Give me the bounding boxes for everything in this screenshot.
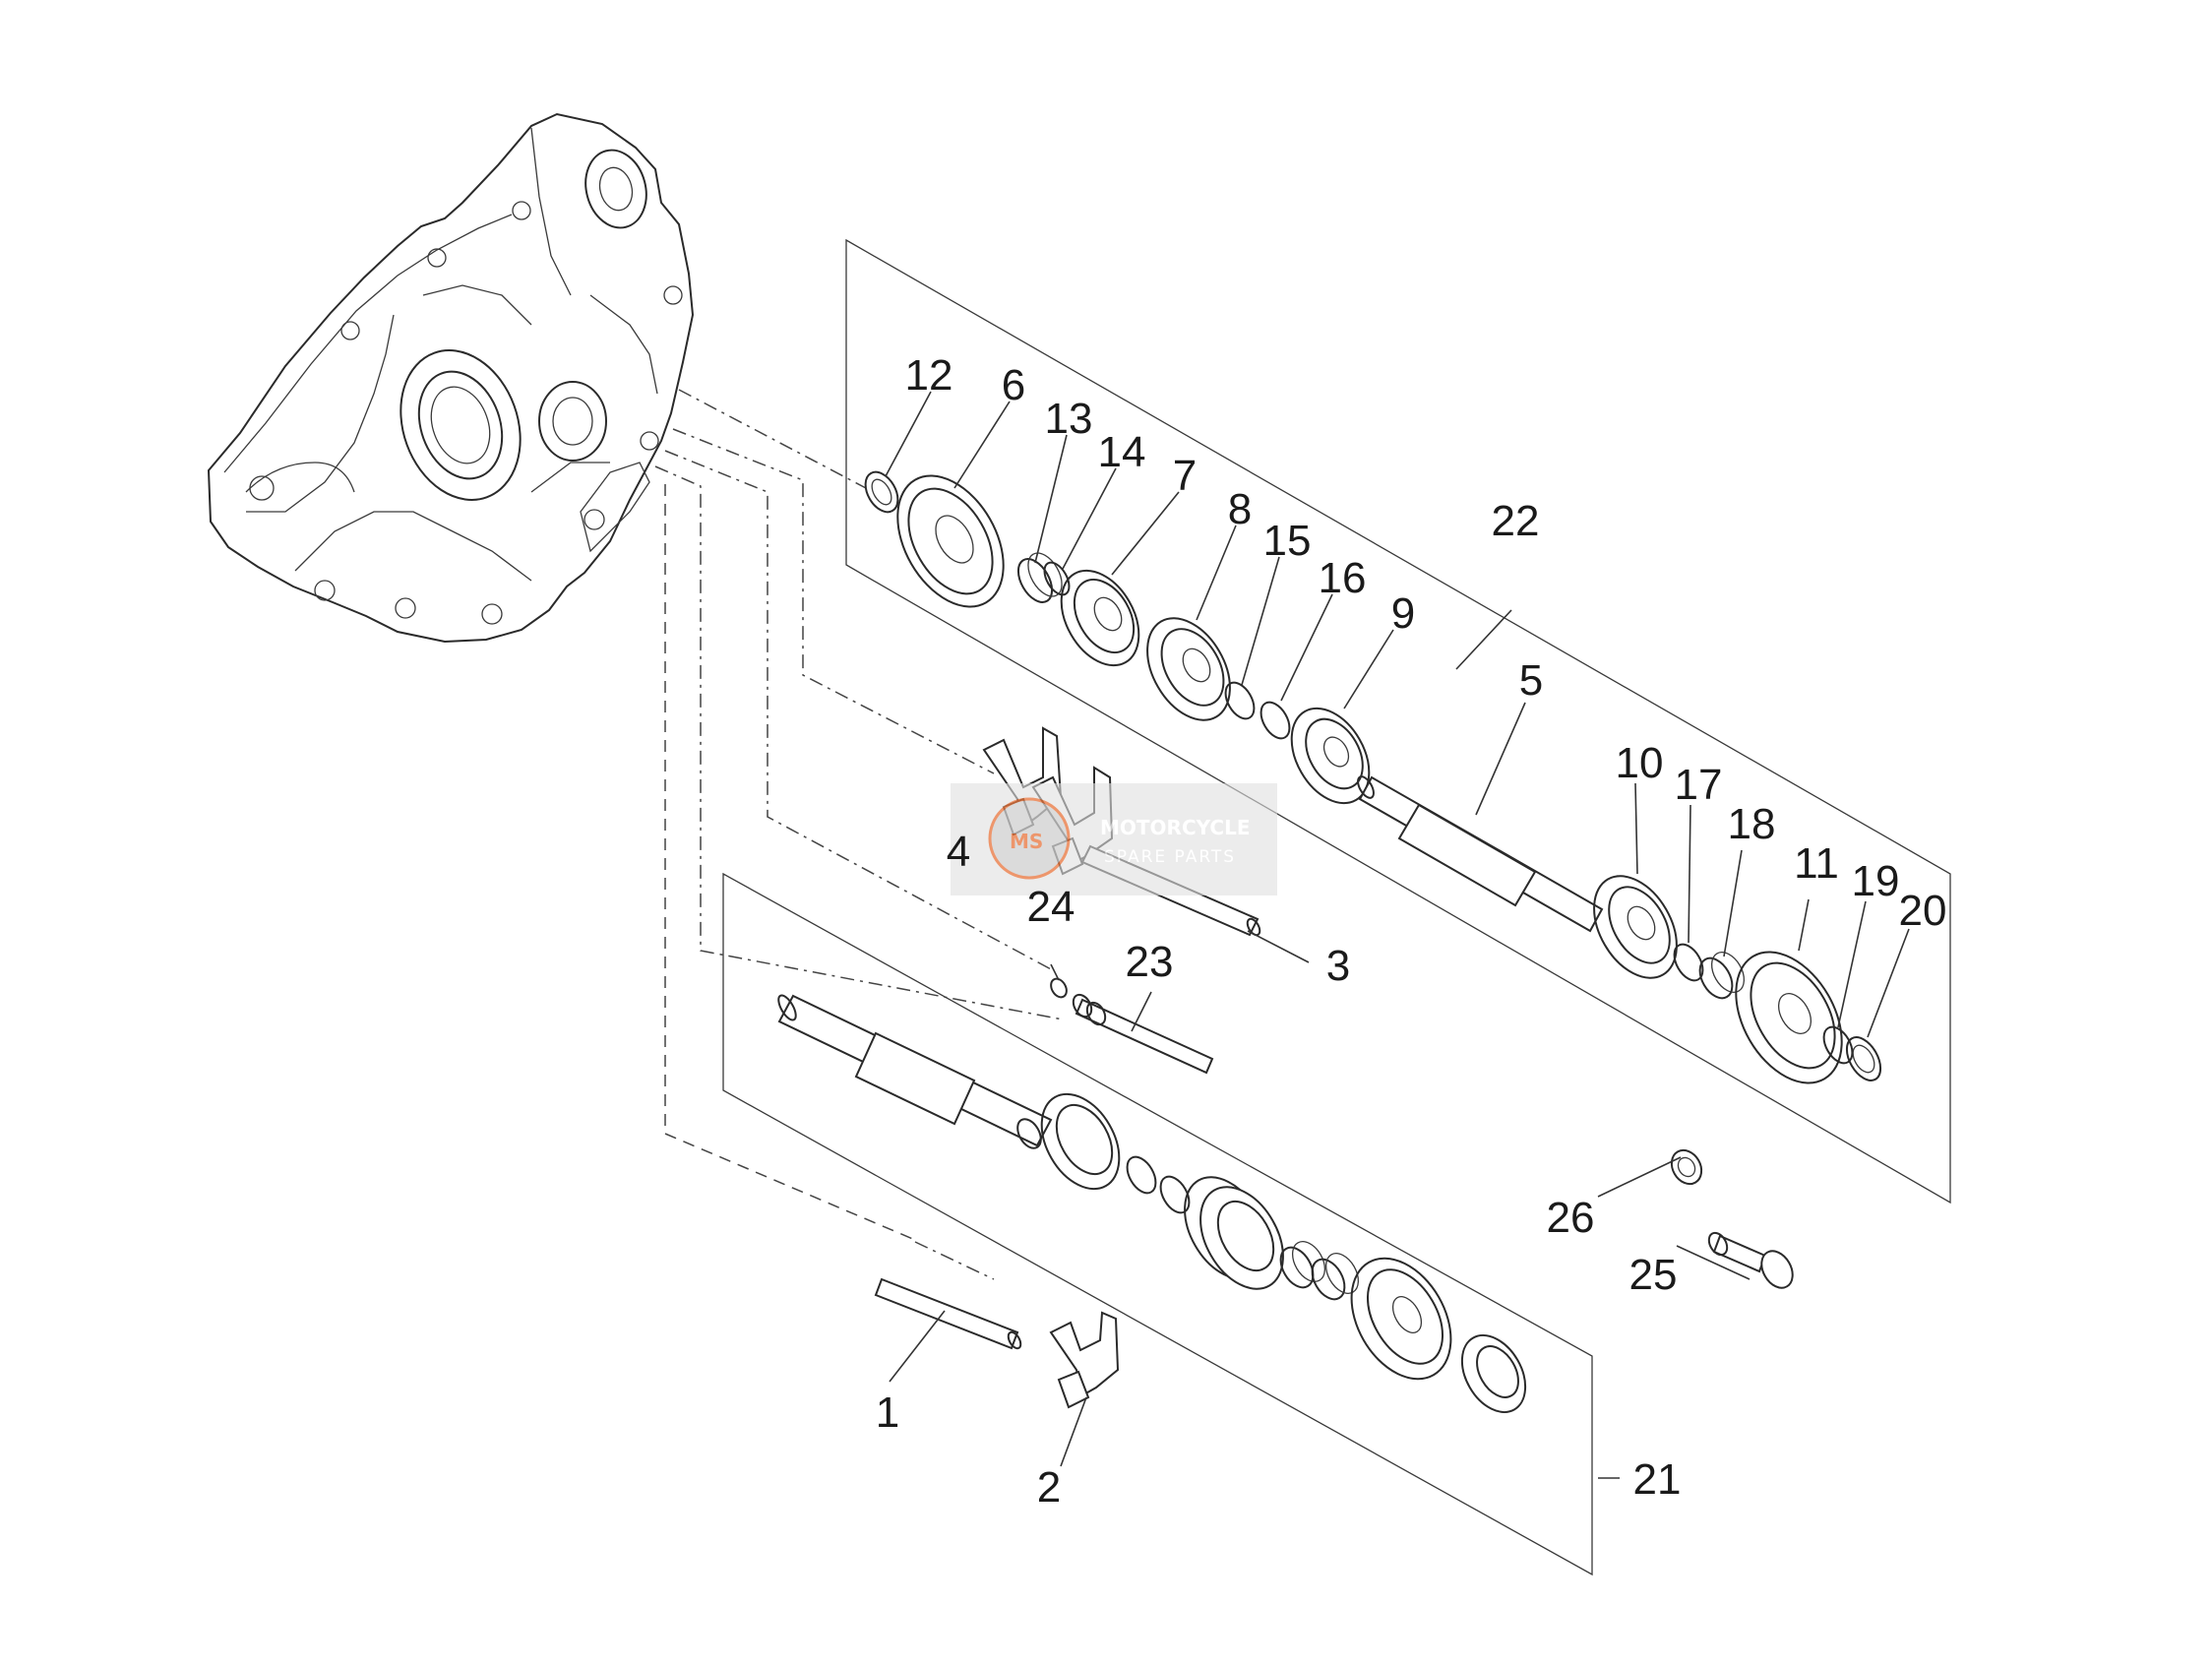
circlip-24 [1050, 977, 1068, 999]
callout-19: 19 [1852, 857, 1900, 905]
shaft-23 [1072, 993, 1214, 1075]
lower-main-shaft [777, 994, 1053, 1149]
callout-11: 11 [1794, 839, 1839, 888]
circlip-17 [1673, 943, 1704, 982]
upper-gear-train [864, 470, 1882, 1084]
callout-4: 4 [947, 828, 970, 876]
callout-13: 13 [1045, 395, 1093, 443]
callout-14: 14 [1098, 428, 1146, 476]
lower-gear-d [1460, 1334, 1527, 1413]
washer-19 [1822, 1025, 1854, 1065]
callout-2: 2 [1037, 1463, 1061, 1512]
watermark-gear-icon [988, 797, 1071, 880]
callout-24: 24 [1027, 883, 1075, 931]
bolt-25 [1707, 1231, 1794, 1289]
alignment-lines [654, 389, 1064, 1280]
gear-11 [1735, 951, 1843, 1084]
callout-5: 5 [1519, 656, 1543, 705]
assembly-box-22 [845, 238, 1951, 1204]
lower-circlip-a [1126, 1155, 1157, 1195]
shaft-5 [1357, 775, 1604, 933]
callout-9: 9 [1391, 589, 1415, 638]
callout-3: 3 [1326, 942, 1350, 990]
assembly-box-21 [722, 872, 1593, 1576]
callout-16: 16 [1319, 554, 1367, 602]
gear-9 [1290, 707, 1371, 805]
lower-gear-train [777, 994, 1527, 1413]
gear-10 [1593, 875, 1678, 979]
callout-25: 25 [1629, 1251, 1678, 1299]
watermark-line2: SPARE PARTS [1104, 847, 1236, 867]
callout-6: 6 [1002, 361, 1025, 409]
circlip-14 [1043, 561, 1071, 596]
gear-7 [1060, 569, 1140, 667]
watermark-badge: MS [1010, 830, 1043, 853]
bushing-18 [1698, 952, 1746, 1000]
leader-lines [885, 391, 1910, 1479]
washer-26 [1670, 1148, 1703, 1186]
callout-17: 17 [1675, 761, 1723, 809]
watermark-line1: MOTORCYCLE [1100, 816, 1250, 839]
needle-bearing-13 [1016, 552, 1063, 603]
lower-gear-c [1350, 1257, 1452, 1381]
washer-20 [1845, 1036, 1882, 1081]
shift-fork-2 [1049, 1311, 1120, 1409]
callout-18: 18 [1728, 800, 1776, 848]
circlip-15 [1224, 681, 1256, 720]
callout-21: 21 [1633, 1455, 1682, 1504]
gear-8 [1146, 617, 1231, 721]
callout-26: 26 [1547, 1194, 1595, 1242]
rod-1 [874, 1277, 1022, 1350]
lower-gear-b [1184, 1176, 1284, 1290]
callout-1: 1 [876, 1389, 899, 1437]
callout-12: 12 [905, 351, 953, 400]
callout-22: 22 [1492, 497, 1540, 545]
callout-labels: 12 6 13 14 7 8 15 16 9 22 5 10 17 18 11 … [876, 351, 1947, 1512]
crankcase-illustration [207, 112, 695, 644]
callout-20: 20 [1899, 887, 1947, 935]
washer-16 [1260, 701, 1291, 740]
lower-bushing [1279, 1241, 1326, 1289]
callout-23: 23 [1126, 938, 1174, 986]
lower-gear-a [1040, 1092, 1121, 1191]
circlip-12 [864, 470, 899, 514]
watermark: MS MOTORCYCLE SPARE PARTS [951, 783, 1277, 895]
callout-15: 15 [1263, 517, 1312, 565]
shift-fork-group [982, 726, 1261, 1075]
callout-8: 8 [1228, 485, 1252, 533]
lower-circlip-b [1159, 1175, 1191, 1214]
lower-needle-bearing [1311, 1253, 1360, 1301]
callout-7: 7 [1173, 452, 1197, 500]
gear-6 [896, 474, 1005, 608]
callout-10: 10 [1616, 739, 1664, 787]
